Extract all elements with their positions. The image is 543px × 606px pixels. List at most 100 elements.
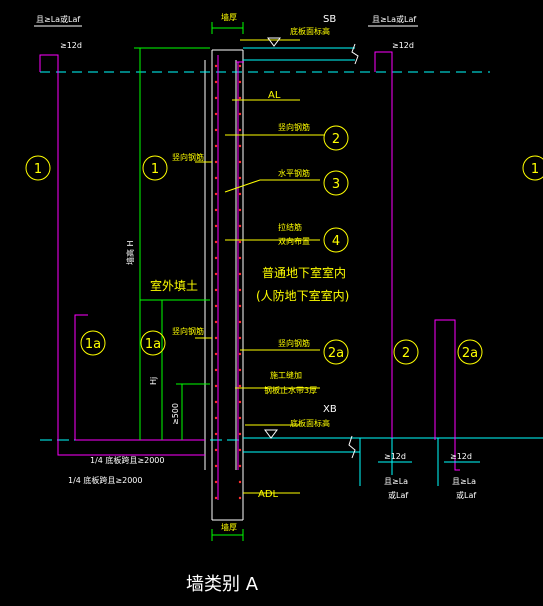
callout-text-4: 4: [332, 234, 340, 249]
label-note-14-1: 1/4 底板跨且≥2000: [90, 455, 164, 465]
label-br-la-1b: 或Laf: [388, 490, 408, 500]
rebar-dot: [238, 304, 242, 308]
rebar-dot: [214, 144, 218, 148]
label-vertical-bar-left-2: 竖向钢筋: [172, 326, 204, 336]
callout-2-top: [323, 125, 349, 151]
callout-2a-right: [457, 339, 483, 365]
callout-2a-mid: [323, 339, 349, 365]
label-construction-joint-2: 钢板止水带3厚: [264, 385, 317, 395]
callout-3: [323, 170, 349, 196]
rebar-dot: [214, 288, 218, 292]
rebar-dot: [238, 288, 242, 292]
rebar-dot: [214, 224, 218, 228]
label-hj: Hj: [149, 377, 158, 385]
label-ge500: ≥500: [171, 403, 180, 425]
rebar-dot: [238, 384, 242, 388]
rebar-dot: [214, 64, 218, 68]
callout-1a-mid: [140, 330, 166, 356]
rebar-dot: [214, 272, 218, 276]
callout-4: [323, 227, 349, 253]
rebar-dot: [214, 400, 218, 404]
callout-text-1-right: 1: [531, 162, 539, 177]
triangle-down-icon: [264, 429, 278, 439]
rebar-dot: [238, 192, 242, 196]
rebar-dot: [238, 464, 242, 468]
rebar-dot: [214, 480, 218, 484]
callout-1a-left: [80, 330, 106, 356]
rebar-dot: [238, 64, 242, 68]
label-vertical-bar-1: 竖向钢筋: [278, 122, 310, 132]
slabs: [40, 47, 543, 486]
rebar-dot: [238, 112, 242, 116]
rebar-dot: [238, 176, 242, 180]
rebar-dot: [238, 480, 242, 484]
rebar-dots: [214, 64, 242, 500]
rebar-dot: [238, 272, 242, 276]
label-bottom-slab-elev: 底板面标高: [290, 418, 330, 428]
label-anchor-top-left-12d: ≥12d: [60, 41, 82, 50]
label-basement-line2: (人防地下室室内): [256, 288, 349, 303]
rebar-dot: [238, 400, 242, 404]
rebar-dot: [214, 80, 218, 84]
label-basement-line1: 普通地下室室内: [262, 265, 346, 280]
label-bidirectional: 双向布置: [278, 236, 310, 246]
callout-text-1-left: 1: [34, 162, 42, 177]
rebar-dot: [238, 144, 242, 148]
rebar-dot: [238, 352, 242, 356]
rebar-dot: [238, 240, 242, 244]
rebar-dot: [214, 368, 218, 372]
rebar-dot: [238, 96, 242, 100]
wall-outline: [204, 49, 244, 521]
label-al: AL: [268, 90, 281, 101]
rebar-dot: [238, 320, 242, 324]
label-tie-bar: 拉结筋: [278, 222, 302, 232]
rebar-dot: [238, 128, 242, 132]
dimension-lines: [134, 22, 244, 541]
rebar-dot: [238, 160, 242, 164]
rebar-dot: [214, 352, 218, 356]
rebar-dot: [238, 256, 242, 260]
label-br-12d-1: ≥12d: [384, 452, 406, 461]
label-br-la-2a: 且≥La: [452, 477, 476, 486]
rebar-dot: [238, 224, 242, 228]
rebar-dot: [238, 432, 242, 436]
rebar-dot: [214, 112, 218, 116]
callout-circles: [25, 125, 543, 365]
label-anchor-top-right: 且≥La或Laf: [372, 14, 416, 24]
rebar-dot: [214, 432, 218, 436]
rebar-dot: [214, 96, 218, 100]
label-xb: XB: [323, 404, 337, 415]
rebar-dot: [214, 336, 218, 340]
label-wall-thickness-top: 墙厚: [221, 12, 237, 22]
label-vertical-bar-2: 竖向钢筋: [278, 338, 310, 348]
rebar-dot: [238, 448, 242, 452]
callout-text-2-top: 2: [332, 132, 340, 147]
rebar-dot: [238, 368, 242, 372]
rebar-dot: [238, 336, 242, 340]
label-construction-joint-1: 施工缝加: [270, 370, 302, 380]
callout-1-mid: [142, 155, 168, 181]
rebar-dot: [238, 80, 242, 84]
label-anchor-top-right-12d: ≥12d: [392, 41, 414, 50]
callout-text-1a-left: 1a: [85, 337, 101, 352]
label-wall-thickness-bottom: 墙厚: [221, 522, 237, 532]
callout-text-3: 3: [332, 177, 340, 192]
rebar-dot: [214, 128, 218, 132]
rebar-dot: [214, 192, 218, 196]
label-vertical-bar-left: 竖向钢筋: [172, 152, 204, 162]
label-adl: ADL: [258, 489, 279, 500]
rebar-dot: [214, 240, 218, 244]
rebar-dot: [238, 416, 242, 420]
rebar-dot: [214, 384, 218, 388]
callout-text-2-right: 2: [402, 346, 410, 361]
rebar-dot: [214, 176, 218, 180]
rebar-dot: [238, 496, 242, 500]
rebar-dot: [214, 496, 218, 500]
callout-2-right: [393, 339, 419, 365]
label-wall-height: 墙高 H: [125, 240, 135, 265]
zigzag-break-icon: [348, 43, 359, 459]
callout-text-1-mid: 1: [151, 162, 159, 177]
rebar-dot: [214, 448, 218, 452]
